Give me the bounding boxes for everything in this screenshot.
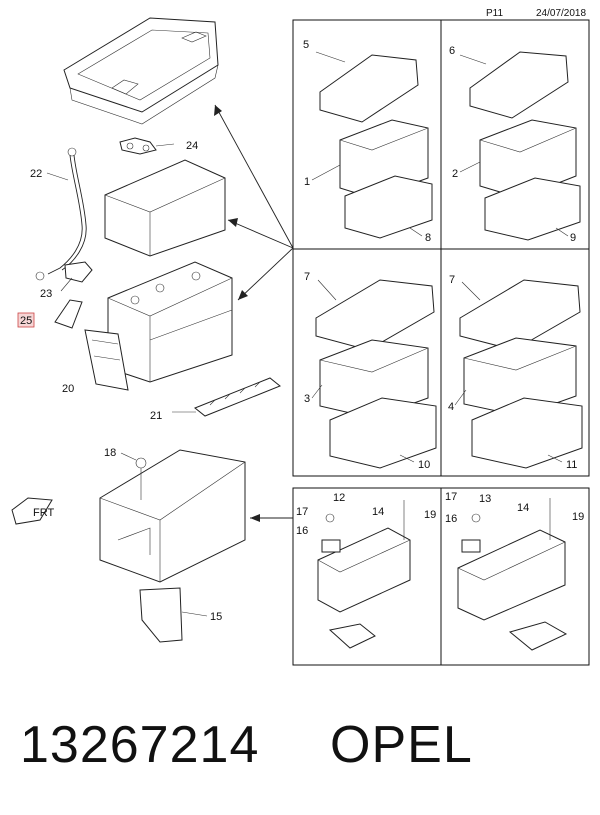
page-number: P11 [486, 8, 504, 19]
variant-3 [315, 279, 437, 469]
ground-cable-22 [35, 147, 87, 281]
bracket-23 [64, 261, 93, 283]
callout-2: 2 [452, 168, 458, 180]
insulation-strip-21 [194, 377, 281, 417]
front-direction-marker: FRT [11, 497, 54, 525]
variant-2 [469, 51, 581, 241]
callout-11: 11 [566, 459, 577, 471]
callout-6: 6 [449, 45, 455, 57]
tray-variant-13 [457, 498, 568, 651]
callout-4: 4 [448, 401, 454, 413]
callout-17b: 17 [445, 491, 457, 503]
diagram-date: 24/07/2018 [536, 8, 587, 19]
callout-8: 8 [425, 232, 431, 244]
callout-7b: 7 [449, 274, 455, 286]
callout-9: 9 [570, 232, 576, 244]
callout-1: 1 [304, 176, 310, 188]
footer: 13267214 OPEL [0, 715, 600, 785]
front-label: FRT [33, 507, 54, 519]
callout-7a: 7 [304, 271, 310, 283]
callout-24: 24 [186, 140, 198, 152]
callout-5: 5 [303, 39, 309, 51]
callout-25-highlight [17, 312, 35, 328]
bracket-15 [139, 587, 183, 643]
callout-3: 3 [304, 393, 310, 405]
brand-name: OPEL [330, 716, 473, 774]
clip-25 [54, 299, 83, 329]
callout-18: 18 [104, 447, 116, 459]
exploded-parts-diagram: FRT [11, 17, 590, 666]
callout-10: 10 [418, 459, 430, 471]
cable-clamp-24 [119, 137, 157, 155]
callout-19a: 19 [424, 509, 436, 521]
callout-13: 13 [479, 493, 491, 505]
callout-19b: 19 [572, 511, 584, 523]
callout-25: 25 [20, 315, 32, 327]
callout-20: 20 [62, 383, 74, 395]
variant-4 [459, 279, 583, 469]
callout-16b: 16 [445, 513, 457, 525]
callout-14a: 14 [372, 506, 384, 518]
callout-15: 15 [210, 611, 222, 623]
battery-main [107, 261, 233, 383]
callout-22: 22 [30, 168, 42, 180]
variant-1 [319, 54, 433, 239]
leader-lines [46, 51, 569, 617]
tray-variant-12 [317, 500, 411, 649]
callout-14b: 14 [517, 502, 529, 514]
insulation-box [104, 159, 226, 257]
battery-cover [63, 17, 219, 125]
callout-21: 21 [150, 410, 162, 422]
reference-arrows [214, 104, 294, 522]
part-number: 13267214 [20, 716, 260, 774]
bolt-18 [135, 457, 147, 500]
callout-23: 23 [40, 288, 52, 300]
callout-12: 12 [333, 492, 345, 504]
callout-17a: 17 [296, 506, 308, 518]
battery-tray [99, 449, 246, 583]
holder-20 [84, 329, 129, 391]
callout-16a: 16 [296, 525, 308, 537]
